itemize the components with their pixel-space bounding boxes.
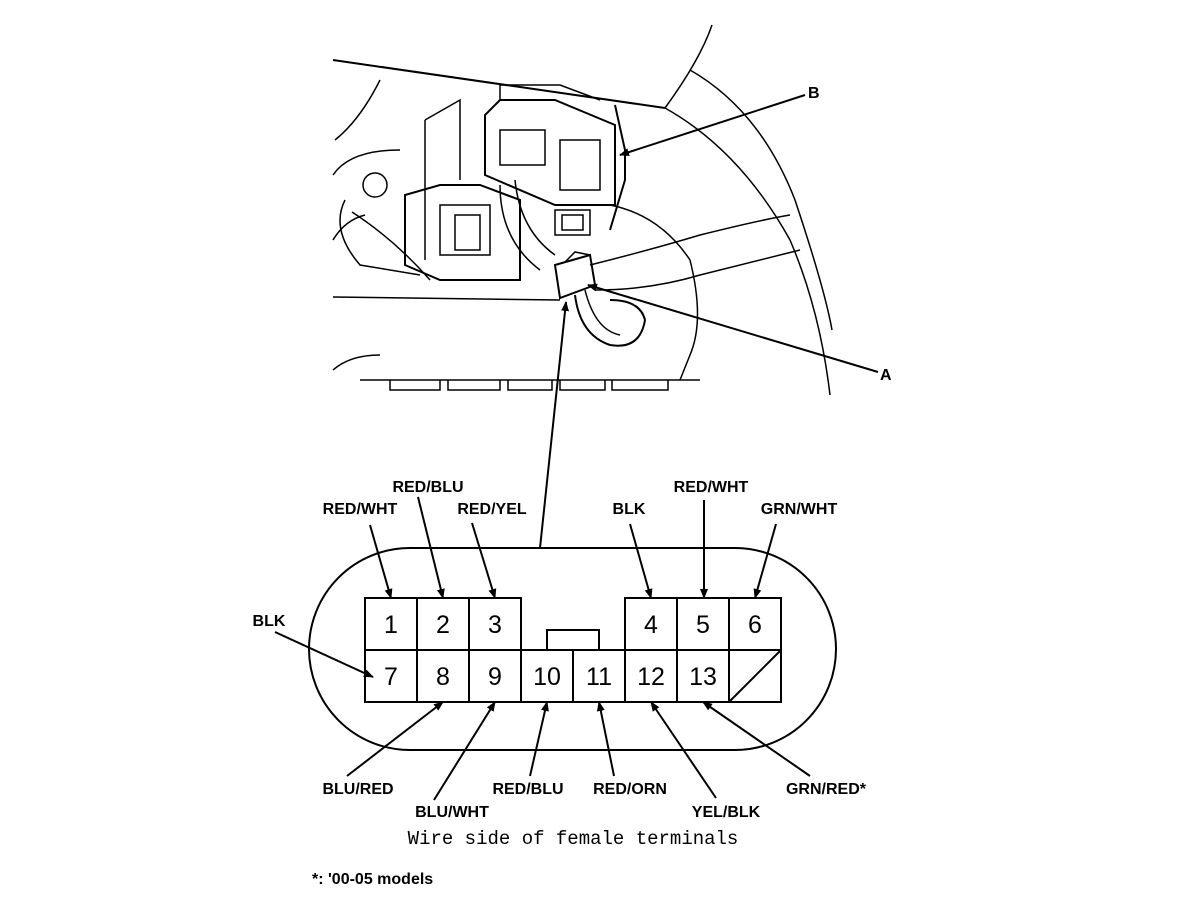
connector-face: 1 2 3 4 5 6 7 8 9 10 11 12 13 <box>308 547 837 751</box>
wire-label-11: RED/ORN <box>593 781 667 798</box>
wire-label-10: RED/BLU <box>492 781 563 798</box>
terminal-number-4: 4 <box>644 611 658 639</box>
terminal-number-10: 10 <box>533 663 561 691</box>
locking-tab <box>546 629 600 651</box>
terminal-number-12: 12 <box>637 663 665 691</box>
callout-a-leader <box>587 283 879 373</box>
terminal-number-3: 3 <box>488 611 502 639</box>
callout-b-leader <box>619 94 806 157</box>
wire-label-4: BLK <box>613 501 646 518</box>
wire-label-1: RED/WHT <box>323 501 398 518</box>
wire-label-7: BLK <box>253 613 286 630</box>
wire-label-3: RED/YEL <box>457 501 527 518</box>
wire-label-8: BLU/RED <box>322 781 393 798</box>
terminal-number-11: 11 <box>586 663 612 691</box>
diagram-caption: Wire side of female terminals <box>408 828 739 850</box>
blank-cavity-slash <box>728 649 782 703</box>
wire-label-12: YEL/BLK <box>692 804 761 821</box>
connector-housing <box>308 547 837 751</box>
wire-label-6: GRN/WHT <box>761 501 838 518</box>
wire-label-5: RED/WHT <box>674 479 749 496</box>
footnote: *: '00-05 models <box>312 871 433 888</box>
terminal-number-9: 9 <box>488 663 502 691</box>
terminal-number-2: 2 <box>436 611 450 639</box>
wire-label-9: BLU/WHT <box>415 804 489 821</box>
terminal-number-8: 8 <box>436 663 450 691</box>
callout-b-label: B <box>808 85 820 102</box>
wire-label-13: GRN/RED* <box>786 781 867 798</box>
callout-a-label: A <box>880 367 892 384</box>
terminal-number-7: 7 <box>384 663 398 691</box>
terminal-number-1: 1 <box>384 611 398 639</box>
terminal-cavity-blank <box>728 649 782 703</box>
terminal-number-13: 13 <box>689 663 717 691</box>
vehicle-location-illustration <box>332 24 833 396</box>
terminal-number-5: 5 <box>696 611 710 639</box>
connector-pointer-arrow <box>539 301 570 549</box>
terminal-number-6: 6 <box>748 611 762 639</box>
wire-leaders <box>274 496 811 801</box>
wire-label-2: RED/BLU <box>392 479 463 496</box>
